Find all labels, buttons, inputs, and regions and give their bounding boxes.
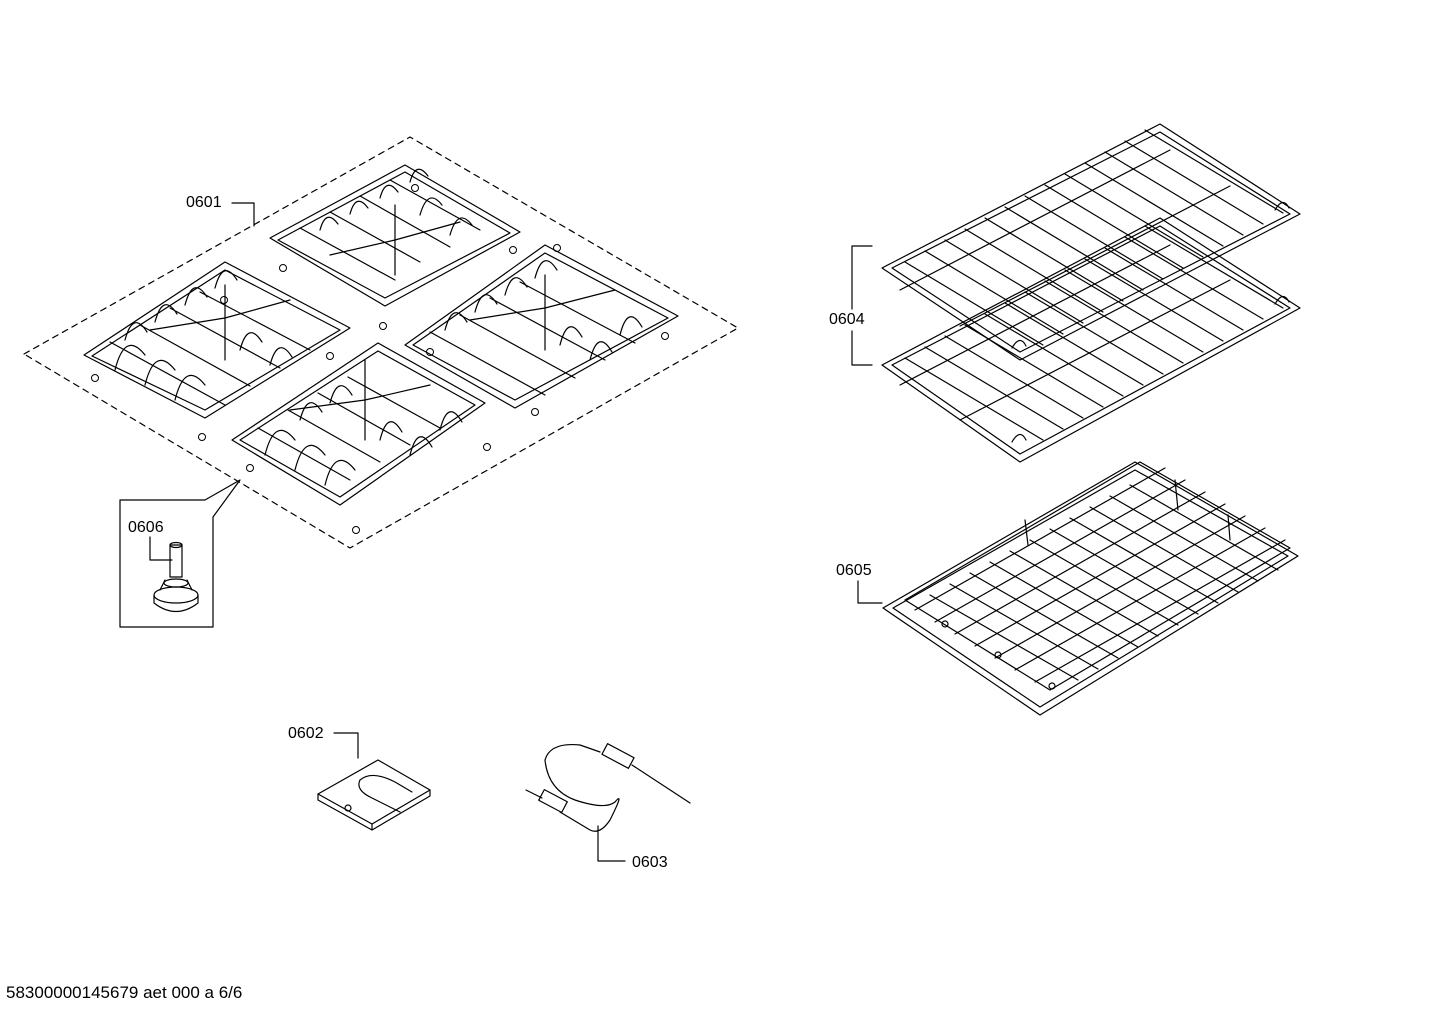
cooktop-grates [23,136,739,549]
grate-front [231,342,486,506]
label-0601: 0601 [186,194,222,211]
leader-0605 [857,580,883,604]
label-0605: 0605 [836,562,872,579]
oven-rack-lower [881,217,1301,463]
oven-rack-upper [881,123,1301,361]
leader-0603 [597,825,626,862]
roller-rack [882,461,1299,716]
grate-back [269,164,521,307]
leader-0601 [231,202,255,227]
label-0606: 0606 [128,519,164,536]
bracket-part [317,759,431,831]
meat-probe [525,743,691,832]
label-0603: 0603 [632,854,668,871]
grate-feet [91,184,669,534]
grate-left [83,261,351,419]
leader-0602 [333,732,359,759]
foot-detail [119,479,241,628]
leader-0604 [851,245,873,366]
oven-racks [881,123,1301,463]
document-code: 58300000145679 aet 000 a 6/6 [6,983,243,1002]
label-0602: 0602 [288,725,324,742]
grate-right [404,244,679,409]
label-0604: 0604 [829,311,865,328]
